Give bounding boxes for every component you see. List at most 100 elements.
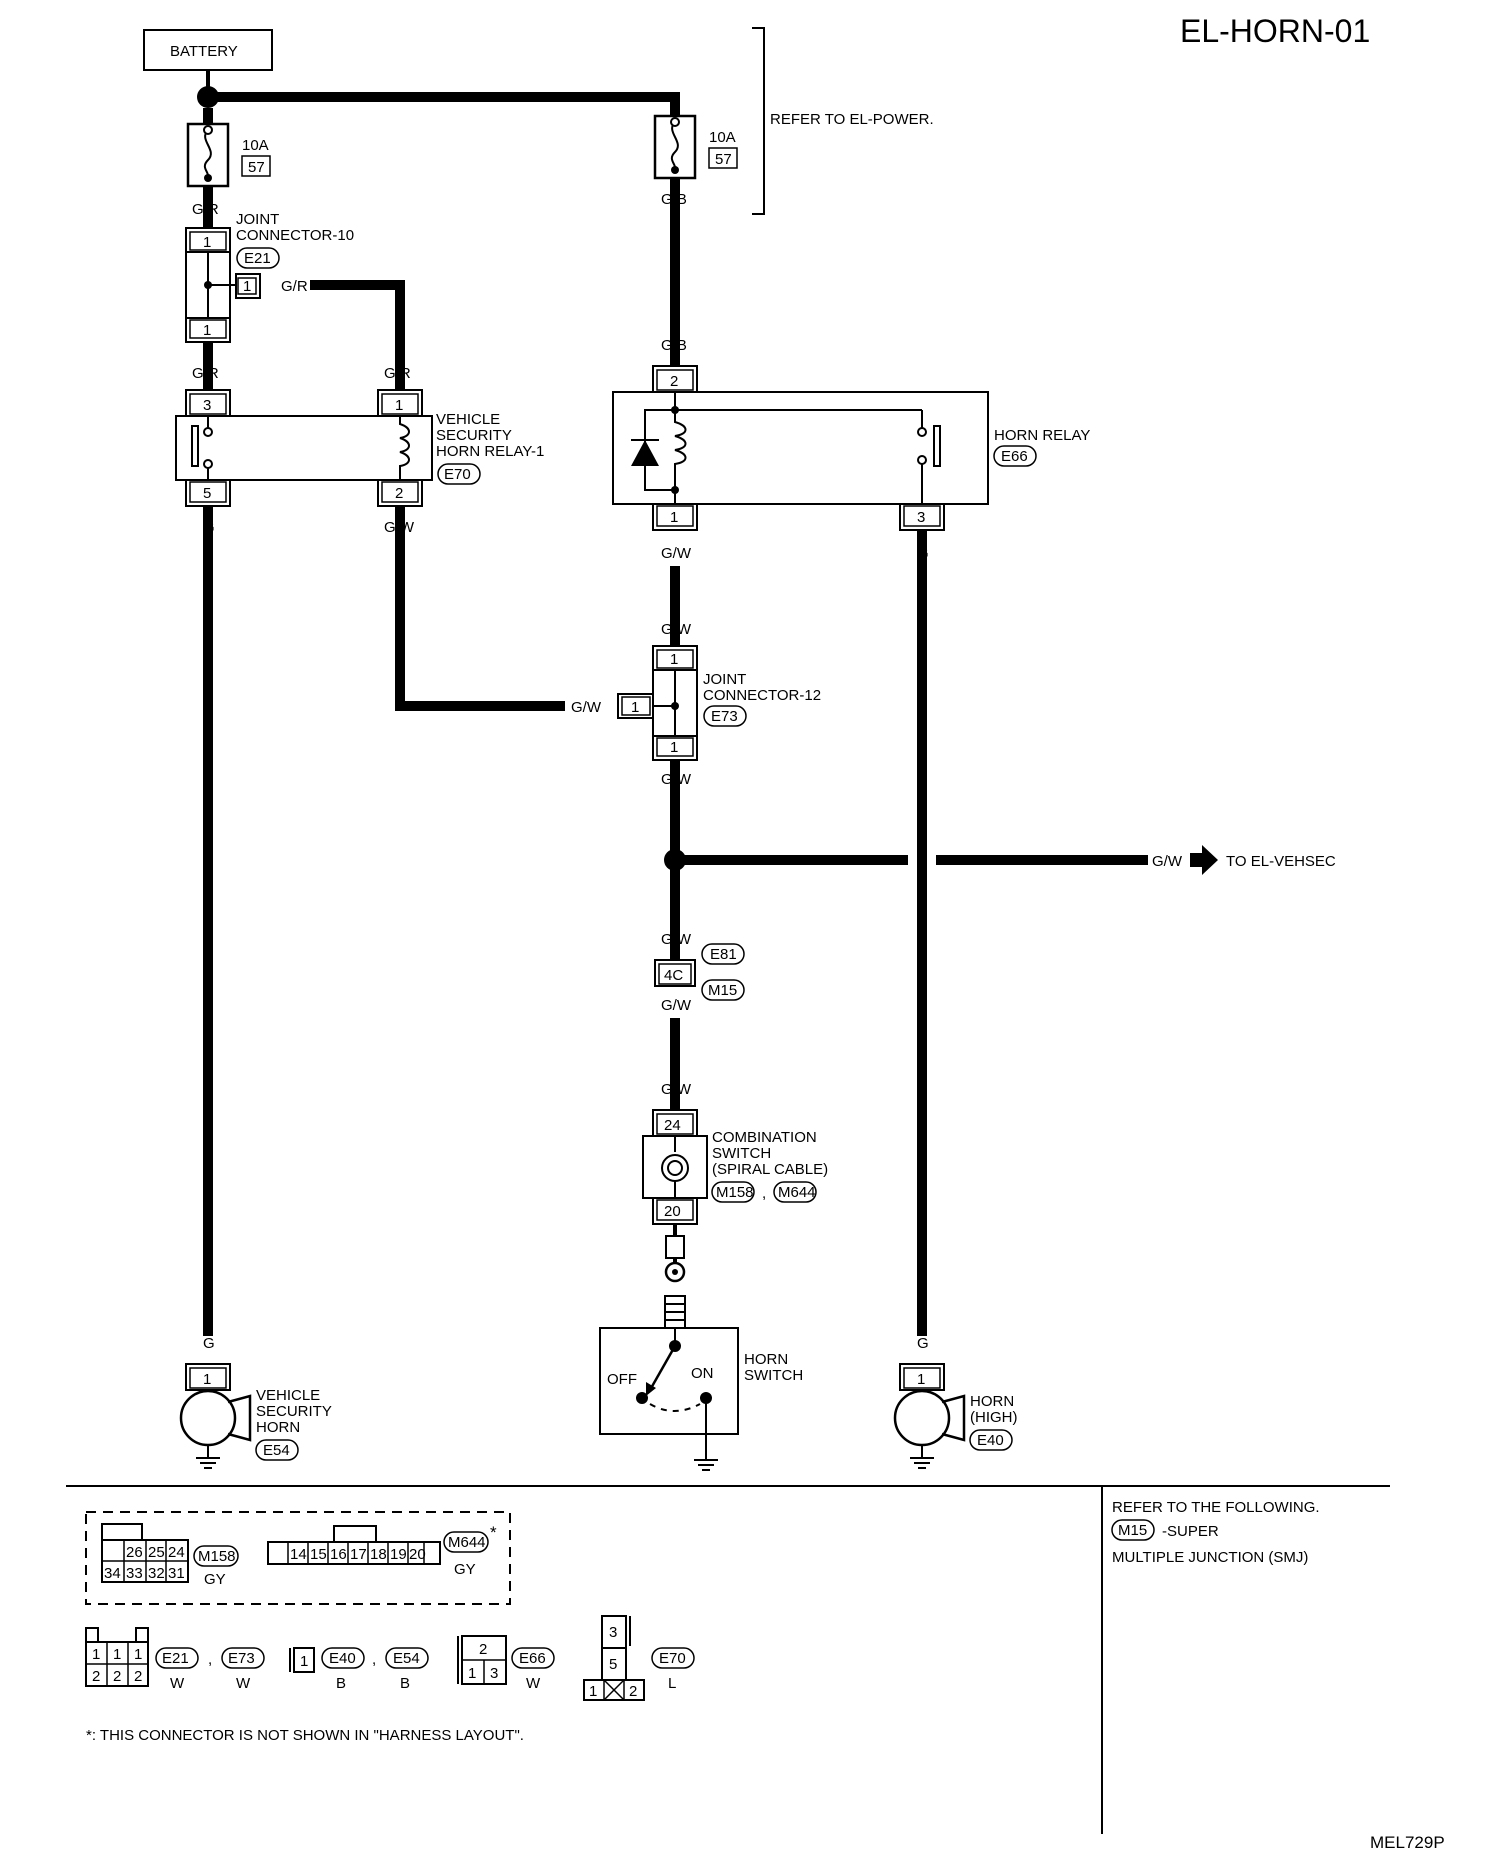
vs-relay-label-1: VEHICLE	[436, 411, 500, 428]
fuse-57-number: 57	[715, 151, 732, 168]
wire-label-gw-8: G/W	[661, 1081, 692, 1098]
legend-e40-e54-face	[293, 1647, 315, 1673]
wire-battery-bus	[208, 92, 680, 120]
horn-relay-pin-1: 1	[670, 509, 678, 526]
horn-relay	[612, 365, 989, 531]
legend-e21-comma: ,	[208, 1651, 212, 1668]
joint10-code-badge	[236, 247, 280, 269]
legend-e21-badge	[155, 1647, 199, 1669]
legend-dashed-box	[85, 1511, 511, 1605]
diagram-title: EL-HORN-01	[1180, 13, 1370, 49]
legend-m644-code: M644	[448, 1534, 486, 1551]
horn-high	[893, 1363, 966, 1469]
legend-e40-badge	[321, 1647, 365, 1669]
joint10-label-2: CONNECTOR-10	[236, 227, 354, 244]
legend-m644-mark: *	[490, 1523, 497, 1542]
legend-e66-code: E66	[519, 1650, 546, 1667]
smj-code-e81: E81	[710, 946, 737, 963]
fuse-57-rating: 10A	[709, 129, 736, 146]
legend-e70-code: E70	[659, 1650, 686, 1667]
legend-m644-badge	[443, 1531, 489, 1553]
joint-connector-10	[185, 227, 261, 343]
battery-label: BATTERY	[170, 43, 238, 60]
fuse-57-number-box	[708, 147, 738, 169]
vs-relay-pin-1: 1	[395, 397, 403, 414]
legend-m158-face	[101, 1523, 189, 1583]
smj-connector-inner	[658, 963, 692, 985]
legend-e40-code: E40	[329, 1650, 356, 1667]
joint12-label-2: CONNECTOR-12	[703, 687, 821, 704]
battery-box	[143, 29, 273, 71]
horn-relay-pin-2: 2	[670, 373, 678, 390]
wire-label-gr-3: G/R	[384, 365, 411, 382]
wire-label-gw-7: G/W	[661, 997, 692, 1014]
vs-horn-code: E54	[263, 1442, 290, 1459]
wire-label-g-3: G	[203, 1335, 215, 1352]
m158-pin-31: 31	[168, 1565, 185, 1582]
refer-note-code-badge	[1111, 1519, 1155, 1541]
legend-m644-color: GY	[454, 1561, 476, 1578]
e66-pin-2: 2	[479, 1641, 487, 1658]
smj-code-e81-badge	[701, 943, 745, 965]
legend-e21-e73-face	[85, 1627, 149, 1687]
refer-note-2: -SUPER	[1162, 1523, 1219, 1540]
refer-power-label: REFER TO EL-POWER.	[770, 111, 934, 128]
horn-switch-off: OFF	[607, 1371, 637, 1388]
joint12-pin-side: 1	[631, 699, 639, 716]
vehsec-label: TO EL-VEHSEC	[1226, 853, 1336, 870]
horn-high-code: E40	[977, 1432, 1004, 1449]
figure-code: MEL729P	[1370, 1833, 1445, 1852]
m644-pin-20: 20	[409, 1546, 426, 1563]
e21-pin-top-1: 1	[92, 1646, 100, 1663]
legend-e21-code: E21	[162, 1650, 189, 1667]
m158-pin-25: 25	[148, 1544, 165, 1561]
combo-code-comma: ,	[762, 1185, 766, 1202]
horn-high-label-2: (HIGH)	[970, 1409, 1018, 1426]
fuse-57	[653, 114, 697, 180]
legend-e73-code: E73	[228, 1650, 255, 1667]
legend-e66-badge	[511, 1647, 555, 1669]
e21-pin-bot-2: 2	[113, 1668, 121, 1685]
legend-footnote: *: THIS CONNECTOR IS NOT SHOWN IN "HARNE…	[86, 1727, 524, 1744]
wire-label-gw-6: G/W	[661, 931, 692, 948]
legend-e70-color: L	[668, 1675, 676, 1692]
wire-label-gw-2: G/W	[571, 699, 602, 716]
joint-connector-12	[617, 645, 698, 761]
vehsec-wire-label: G/W	[1152, 853, 1183, 870]
smj-code-m15: M15	[708, 982, 737, 999]
m644-pin-14: 14	[290, 1546, 307, 1563]
refer-note-1: REFER TO THE FOLLOWING.	[1112, 1499, 1320, 1516]
wire-label-gw-3: G/W	[661, 545, 692, 562]
smj-pin: 4C	[664, 967, 683, 984]
joint12-code: E73	[711, 708, 738, 725]
fuse-61-number: 57	[248, 159, 265, 176]
horn-relay-pin-3: 3	[917, 509, 925, 526]
legend-e54-code: E54	[393, 1650, 420, 1667]
m158-pin-24: 24	[168, 1544, 185, 1561]
horn-high-pin: 1	[917, 1371, 925, 1388]
vs-horn-label-2: SECURITY	[256, 1403, 332, 1420]
horn-switch-ground-icon	[694, 1434, 718, 1471]
combo-code-m158-badge	[711, 1181, 755, 1203]
horn-switch-label-2: SWITCH	[744, 1367, 803, 1384]
vs-horn-pin: 1	[203, 1371, 211, 1388]
vs-relay-label-3: HORN RELAY-1	[436, 443, 544, 460]
m644-pin-17: 17	[350, 1546, 367, 1563]
joint10-pin-bot: 1	[203, 322, 211, 339]
horn-switch-on: ON	[691, 1365, 714, 1382]
e21-pin-top-2: 1	[113, 1646, 121, 1663]
e70-pin-1: 1	[589, 1683, 597, 1700]
combo-code-m644-badge	[773, 1181, 817, 1203]
legend-e70-face	[583, 1615, 645, 1701]
joint10-label-1: JOINT	[236, 211, 279, 228]
vs-relay-label-2: SECURITY	[436, 427, 512, 444]
switch-pin-connector	[665, 1235, 685, 1259]
legend-m158-color: GY	[204, 1571, 226, 1588]
refer-note-code: M15	[1118, 1522, 1147, 1539]
wire-gw-relay-to-joint12	[395, 506, 565, 711]
legend-e54-color: B	[400, 1675, 410, 1692]
wire-label-gr-2: G/R	[192, 365, 219, 382]
m644-pin-19: 19	[390, 1546, 407, 1563]
horn-relay-code: E66	[1001, 448, 1028, 465]
